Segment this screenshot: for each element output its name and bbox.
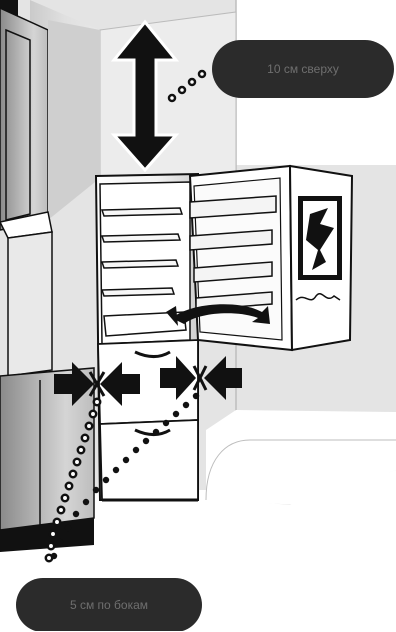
fridge — [96, 174, 198, 500]
clearance-sides-label: 5 см по бокам — [16, 578, 202, 632]
floor — [206, 410, 396, 505]
fridge-door — [190, 166, 352, 350]
upper-cabinet — [0, 0, 48, 230]
clearance-top-label: 10 см сверху — [212, 40, 394, 98]
